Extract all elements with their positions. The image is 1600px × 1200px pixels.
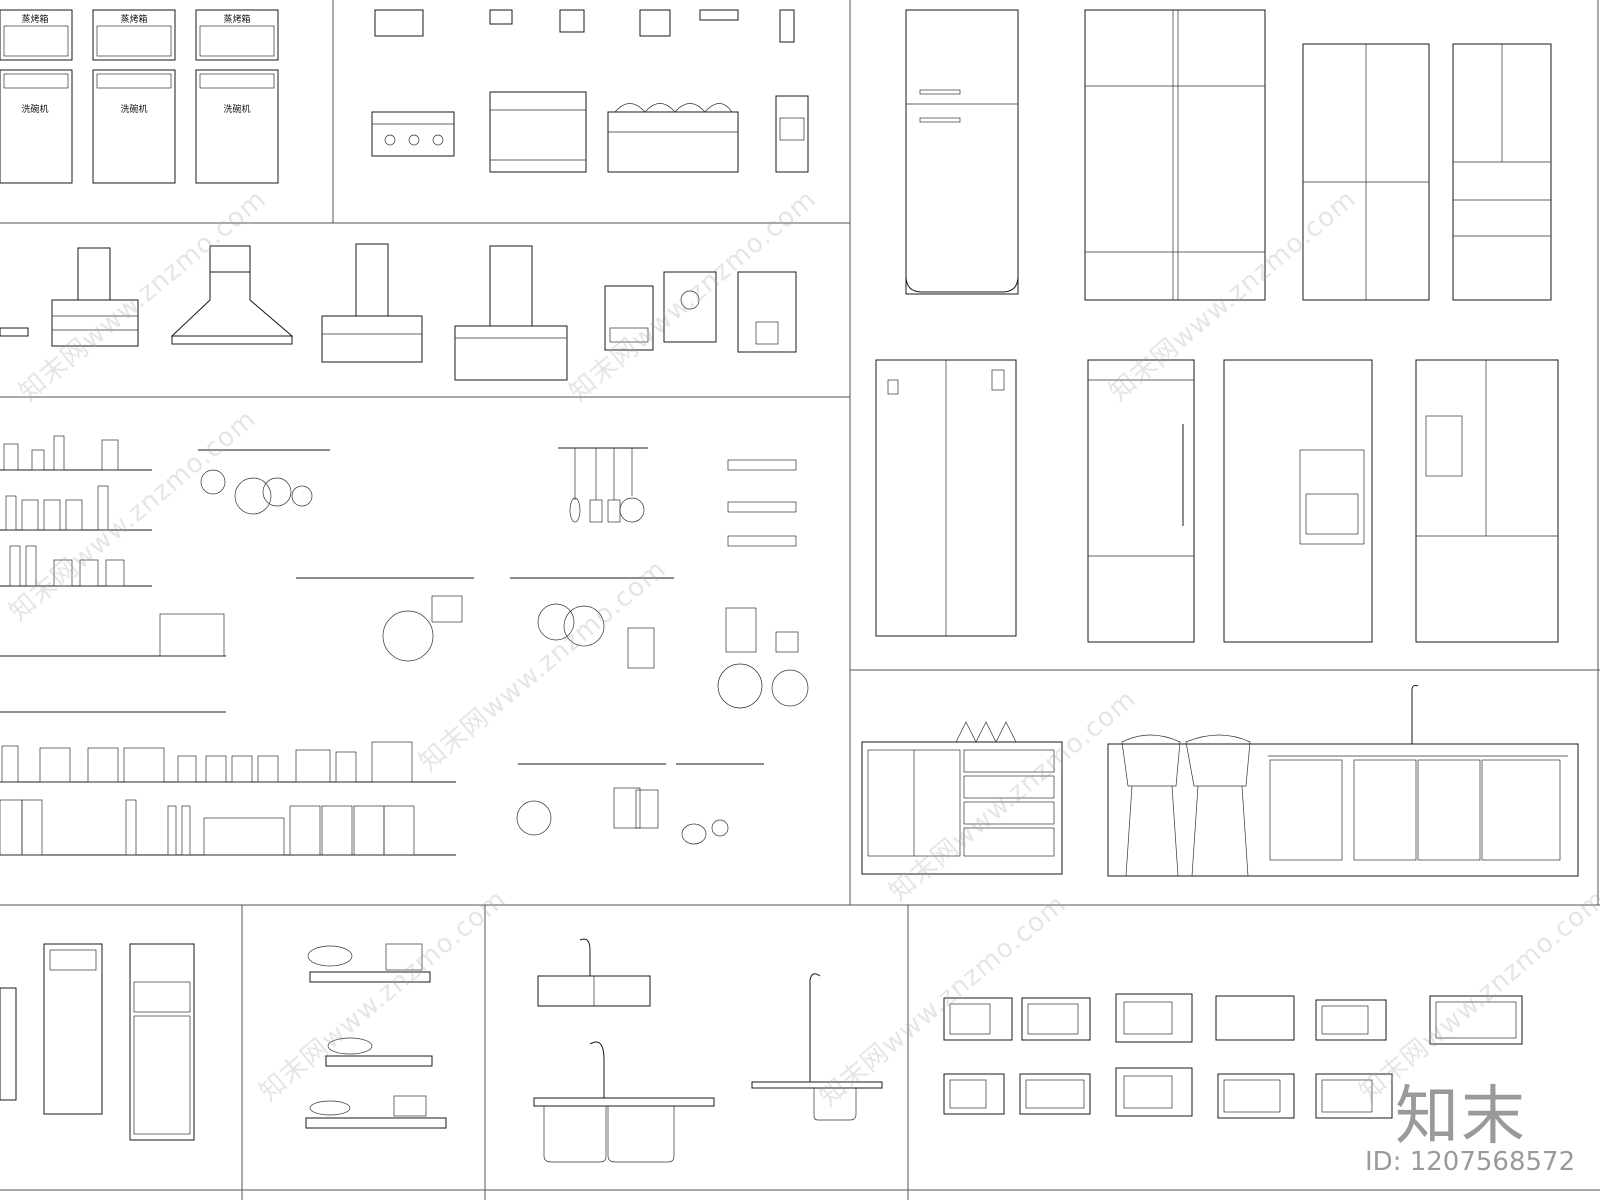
coffee-machine-group	[371, 9, 809, 173]
fridge-group	[875, 9, 1559, 643]
oven-label-3: 蒸烤箱	[223, 15, 251, 25]
brand-logo: 知末	[1395, 1080, 1527, 1154]
kitchen-shelf-group	[0, 435, 456, 856]
dishwasher-label-3: 洗碗机	[223, 105, 251, 115]
range-hood-group	[0, 243, 797, 381]
dishwasher-label-1: 洗碗机	[21, 105, 49, 115]
oven-dishwasher-group	[0, 9, 279, 184]
asset-id: ID: 1207568572	[1365, 1147, 1576, 1177]
cabinet-island-group	[861, 685, 1579, 877]
oven-label-2: 蒸烤箱	[120, 15, 148, 25]
oven-label-1: 蒸烤箱	[21, 15, 49, 25]
bottom-appliance-group	[0, 938, 1523, 1163]
dishwasher-label-2: 洗碗机	[120, 105, 148, 115]
utensil-rail-group	[198, 447, 809, 845]
